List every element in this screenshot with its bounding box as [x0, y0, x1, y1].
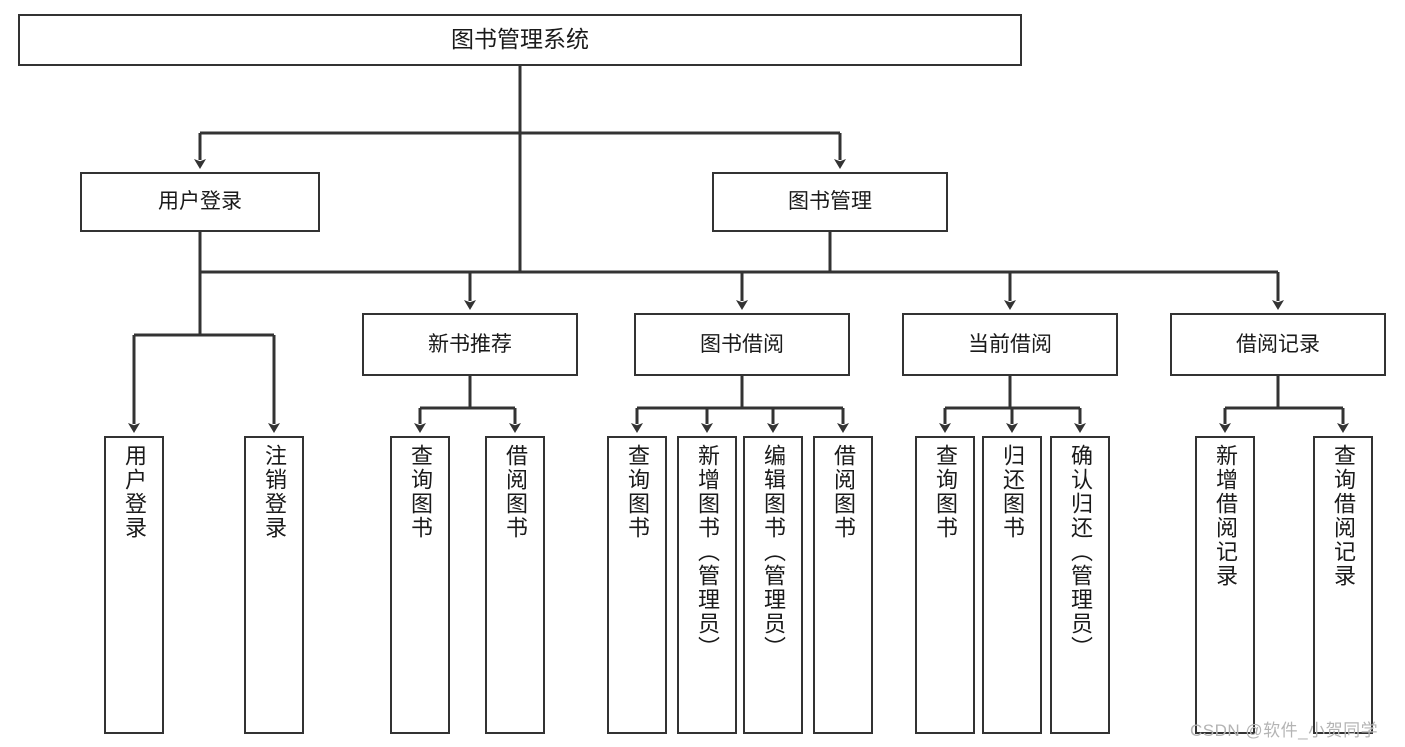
node-new-book-recommend-label: 新书推荐: [428, 332, 512, 356]
node-borrow-record-label: 借阅记录: [1236, 332, 1320, 356]
node-book-manage[interactable]: 图书管理: [712, 172, 948, 232]
leaf-record-add[interactable]: 新增借阅记录: [1195, 436, 1255, 734]
leaf-current-return-book-label: 归还图书: [1000, 444, 1025, 540]
node-new-book-recommend[interactable]: 新书推荐: [362, 313, 578, 376]
leaf-record-add-label: 新增借阅记录: [1213, 444, 1238, 588]
leaf-borrow-borrow-book-label: 借阅图书: [831, 444, 856, 540]
leaf-user-login-label: 用户登录: [122, 444, 147, 540]
node-current-borrow-label: 当前借阅: [968, 332, 1052, 356]
leaf-borrow-borrow-book[interactable]: 借阅图书: [813, 436, 873, 734]
leaf-user-logout-label: 注销登录: [262, 444, 287, 540]
leaf-borrow-query-book[interactable]: 查询图书: [607, 436, 667, 734]
leaf-recommend-query-book[interactable]: 查询图书: [390, 436, 450, 734]
leaf-record-query[interactable]: 查询借阅记录: [1313, 436, 1373, 734]
leaf-recommend-borrow-book-label: 借阅图书: [503, 444, 528, 540]
node-book-borrow[interactable]: 图书借阅: [634, 313, 850, 376]
node-root[interactable]: 图书管理系统: [18, 14, 1022, 66]
leaf-recommend-borrow-book[interactable]: 借阅图书: [485, 436, 545, 734]
leaf-user-login[interactable]: 用户登录: [104, 436, 164, 734]
node-user-login-label: 用户登录: [158, 190, 242, 214]
watermark-text: CSDN @软件_小贺同学: [1190, 721, 1379, 740]
node-borrow-record[interactable]: 借阅记录: [1170, 313, 1386, 376]
node-book-borrow-label: 图书借阅: [700, 332, 784, 356]
node-book-manage-label: 图书管理: [788, 190, 872, 214]
leaf-borrow-add-book-label: 新增图书（管理员）: [695, 444, 720, 660]
leaf-current-query-book-label: 查询图书: [933, 444, 958, 540]
leaf-borrow-add-book[interactable]: 新增图书（管理员）: [677, 436, 737, 734]
leaf-current-query-book[interactable]: 查询图书: [915, 436, 975, 734]
leaf-current-confirm-return-label: 确认归还（管理员）: [1068, 444, 1093, 660]
leaf-current-confirm-return[interactable]: 确认归还（管理员）: [1050, 436, 1110, 734]
leaf-current-return-book[interactable]: 归还图书: [982, 436, 1042, 734]
leaf-borrow-edit-book[interactable]: 编辑图书（管理员）: [743, 436, 803, 734]
node-current-borrow[interactable]: 当前借阅: [902, 313, 1118, 376]
node-root-label: 图书管理系统: [451, 26, 589, 53]
leaf-borrow-edit-book-label: 编辑图书（管理员）: [761, 444, 786, 660]
leaf-record-query-label: 查询借阅记录: [1331, 444, 1356, 588]
leaf-user-logout[interactable]: 注销登录: [244, 436, 304, 734]
leaf-borrow-query-book-label: 查询图书: [625, 444, 650, 540]
leaf-recommend-query-book-label: 查询图书: [408, 444, 433, 540]
node-user-login[interactable]: 用户登录: [80, 172, 320, 232]
